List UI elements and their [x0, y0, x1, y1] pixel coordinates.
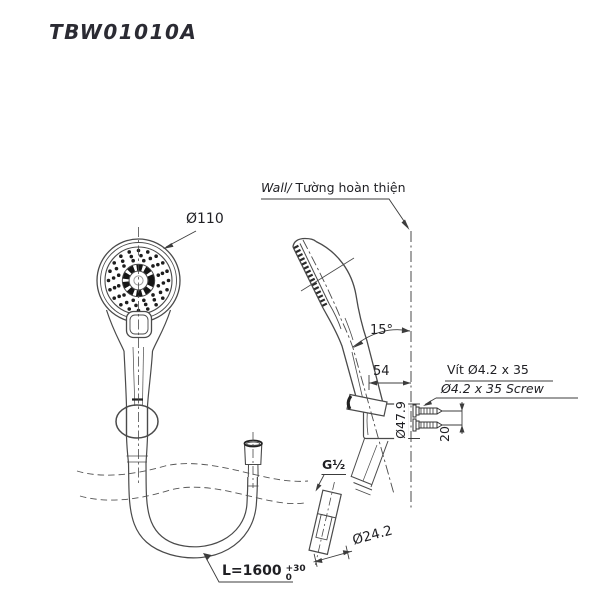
- product-code-title: TBW01010A: [49, 20, 198, 44]
- screw-2: [412, 418, 443, 432]
- tilt-angle-dim: 15°: [370, 323, 394, 338]
- screw-spec-en-label: Ø4.2 x 35 Screw: [441, 381, 544, 396]
- wall-holder-front: [115, 398, 159, 439]
- spray-face-hatch: [293, 244, 328, 308]
- screw-spacing-dimension: [442, 402, 465, 434]
- tilt-angle-arc: [352, 327, 411, 348]
- hose-front: [127, 462, 258, 559]
- screw-label-leader: [423, 380, 578, 406]
- screw-spacing-dim: 20: [437, 426, 453, 442]
- g-half-connector-detail: [308, 482, 342, 566]
- wall-offset-dimension: [368, 375, 411, 390]
- holder-diameter-dim: Ø47.9: [393, 399, 409, 441]
- head-cross-mark: [300, 257, 355, 292]
- wall-finish-label: Wall/ Tường hoàn thiện: [261, 181, 406, 195]
- centerline-side: [302, 239, 395, 495]
- centerline-connector: [247, 432, 259, 488]
- hose-tolerance-upper: +30: [285, 564, 306, 574]
- nozzle-dots: [106, 248, 171, 313]
- side-view: [292, 237, 409, 496]
- thread-leader: [315, 474, 346, 492]
- wall-label-en: Wall/: [261, 180, 292, 195]
- head-diameter-leader: [163, 230, 197, 249]
- hose-length-leader: [203, 553, 293, 583]
- screw-spec-vi-label: Vít Ø4.2 x 35: [447, 362, 529, 377]
- mounting-screws: [412, 404, 443, 432]
- screw-1: [412, 404, 443, 418]
- connector-diameter-dimension: [313, 545, 353, 567]
- hose-length-dim: L=1600 +30 0: [222, 563, 306, 584]
- mode-button: [125, 310, 153, 339]
- wall-label-vi: Tường hoàn thiện: [291, 180, 406, 195]
- wall-leader: [261, 198, 410, 230]
- head-diameter-dim: Ø110: [186, 211, 224, 227]
- hose-tolerance-lower: 0: [285, 573, 292, 584]
- handle-lower-grip-side: [350, 438, 389, 496]
- wall-offset-dim: 54: [373, 364, 390, 379]
- front-view: [96, 227, 263, 559]
- hose-length-tolerance: +30 0: [285, 564, 306, 584]
- hose-length-value: L=1600: [222, 563, 282, 579]
- thread-size-label: G½: [322, 457, 346, 472]
- hose-break-lines: [76, 463, 309, 505]
